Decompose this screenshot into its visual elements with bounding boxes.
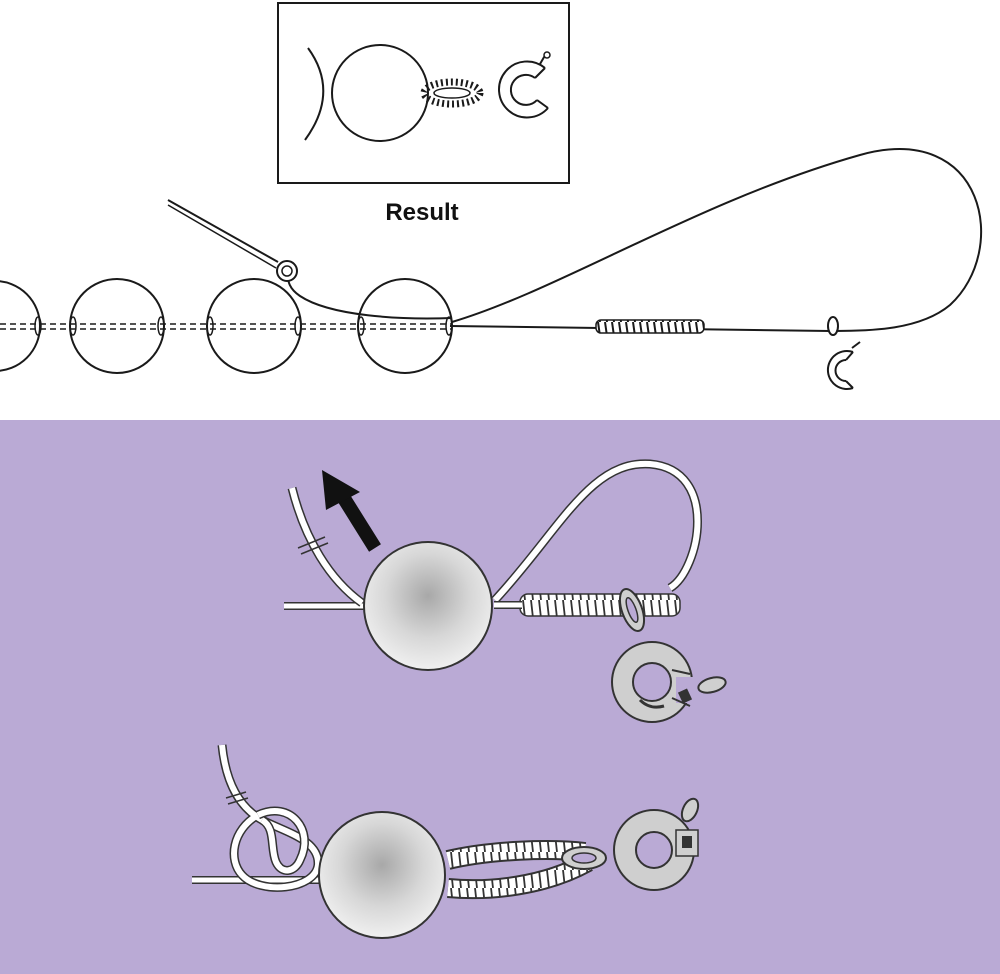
spring-ring-clasp-icon (561, 797, 700, 891)
bead-strand (0, 278, 453, 374)
step-pull-thread (284, 459, 727, 723)
bottom-instruction-diagram (0, 420, 1000, 974)
spring-ring-clasp-icon (611, 588, 727, 723)
thread-end-loop (167, 199, 298, 282)
bead-icon (318, 811, 446, 939)
spring-ring-clasp-icon (826, 316, 861, 390)
top-instruction-diagram: Result (0, 0, 1000, 420)
bead-icon (357, 278, 453, 374)
bead-icon (0, 280, 41, 372)
spring-ring-clasp-icon (498, 51, 551, 119)
arrow-icon (322, 470, 381, 552)
result-caption: Result (385, 199, 458, 226)
bead-icon (206, 278, 302, 374)
bottom-diagram-svg (192, 459, 727, 939)
result-inset (277, 2, 570, 184)
bead-icon (69, 278, 165, 374)
top-diagram-svg: Result (0, 2, 982, 390)
thread (287, 486, 365, 607)
bead-icon (363, 541, 493, 671)
french-wire-coil-icon (420, 78, 484, 108)
knot-icon (217, 744, 323, 892)
thread-loop (491, 459, 702, 604)
step-tie-knot (192, 744, 700, 939)
french-wire-coil-icon (595, 319, 705, 334)
thread-loop (451, 148, 982, 332)
french-wire-coil-icon (519, 593, 681, 617)
bead-icon (331, 44, 429, 142)
partial-bead-icon (304, 47, 325, 141)
